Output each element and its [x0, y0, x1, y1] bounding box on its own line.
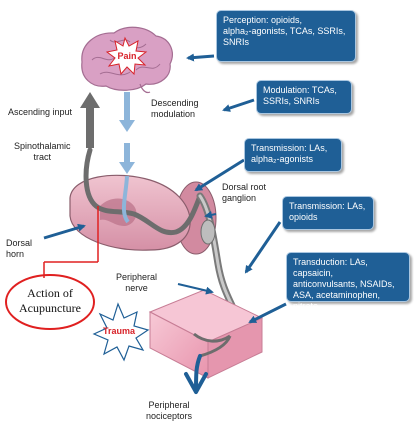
- descending-arrow-bottom: [119, 143, 135, 174]
- transduction-line-3: ASA, acetaminophen, nitrate: [293, 290, 381, 311]
- dorsal-horn-line-1: Dorsal: [6, 238, 33, 248]
- acupuncture-line-2: Acupuncture: [19, 301, 81, 315]
- perception-line-1: Perception: opioids,: [223, 15, 303, 25]
- peripheral-nerve-line-1: Peripheral: [116, 272, 158, 282]
- pointer-arrows: [43, 53, 287, 324]
- dorsal-root-line-2: ganglion: [222, 193, 257, 203]
- nociceptors-line-2: nociceptors: [146, 411, 193, 421]
- descending-line-1: Descending: [151, 98, 199, 108]
- transduction-line-1: Transduction: LAs, capsaicin,: [293, 257, 368, 278]
- descending-modulation-label: Descending modulation: [151, 98, 199, 120]
- transmission-1-line-2: alpha₂-agonists: [251, 154, 314, 164]
- peripheral-nerve-line-2: nerve: [125, 283, 148, 293]
- transmission-2-line-1: Transmission: LAs,: [289, 201, 366, 211]
- transmission-box-1: Transmission: LAs, alpha₂-agonists: [244, 138, 342, 172]
- transmission-2-line-2: opioids: [289, 212, 318, 222]
- perception-line-3: SNRIs: [223, 37, 250, 47]
- dorsal-root-ganglion-label: Dorsal root ganglion: [222, 182, 266, 204]
- acupuncture-line-1: Action of: [27, 286, 73, 300]
- transduction-line-2: anticonvulsants, NSAIDs,: [293, 279, 395, 289]
- transmission-1-line-1: Transmission: LAs,: [251, 143, 328, 153]
- spinal-cord-icon: [69, 147, 217, 255]
- perception-box: Perception: opioids, alpha₂-agonists, TC…: [216, 10, 356, 62]
- trauma-burst-icon: [92, 302, 150, 362]
- dorsal-horn-line-2: horn: [6, 249, 25, 259]
- tissue-block-icon: [148, 289, 264, 394]
- dorsal-root-line-1: Dorsal root: [222, 182, 267, 192]
- modulation-line-2: SSRIs, SNRIs: [263, 96, 320, 106]
- peripheral-nerve-label: Peripheral nerve: [116, 272, 157, 294]
- perception-line-2: alpha₂-agonists, TCAs, SSRIs,: [223, 26, 346, 36]
- peripheral-nociceptors-label: Peripheral nociceptors: [146, 400, 192, 422]
- transmission-box-2: Transmission: LAs, opioids: [282, 196, 374, 230]
- transduction-box: Transduction: LAs, capsaicin, anticonvul…: [286, 252, 410, 311]
- descending-line-2: modulation: [151, 109, 196, 119]
- trauma-label: Trauma: [102, 326, 135, 336]
- ascending-input-label: Ascending input: [8, 107, 73, 117]
- descending-arrow-top: [119, 92, 135, 132]
- ascending-arrow: [80, 92, 100, 148]
- nociceptors-line-1: Peripheral: [148, 400, 190, 410]
- spinothalamic-label: Spinothalamic tract: [14, 141, 71, 163]
- spinothalamic-line-2: tract: [33, 152, 52, 162]
- modulation-box: Modulation: TCAs, SSRIs, SNRIs: [256, 80, 352, 114]
- modulation-line-1: Modulation: TCAs,: [263, 85, 337, 95]
- pain-label: Pain: [117, 51, 137, 61]
- action-of-acupuncture-label: Action of Acupuncture: [8, 286, 92, 316]
- spinothalamic-line-1: Spinothalamic: [14, 141, 71, 151]
- dorsal-horn-label: Dorsal horn: [6, 238, 32, 260]
- pain-burst-icon: [105, 36, 148, 76]
- acupuncture-annotation: [5, 206, 99, 330]
